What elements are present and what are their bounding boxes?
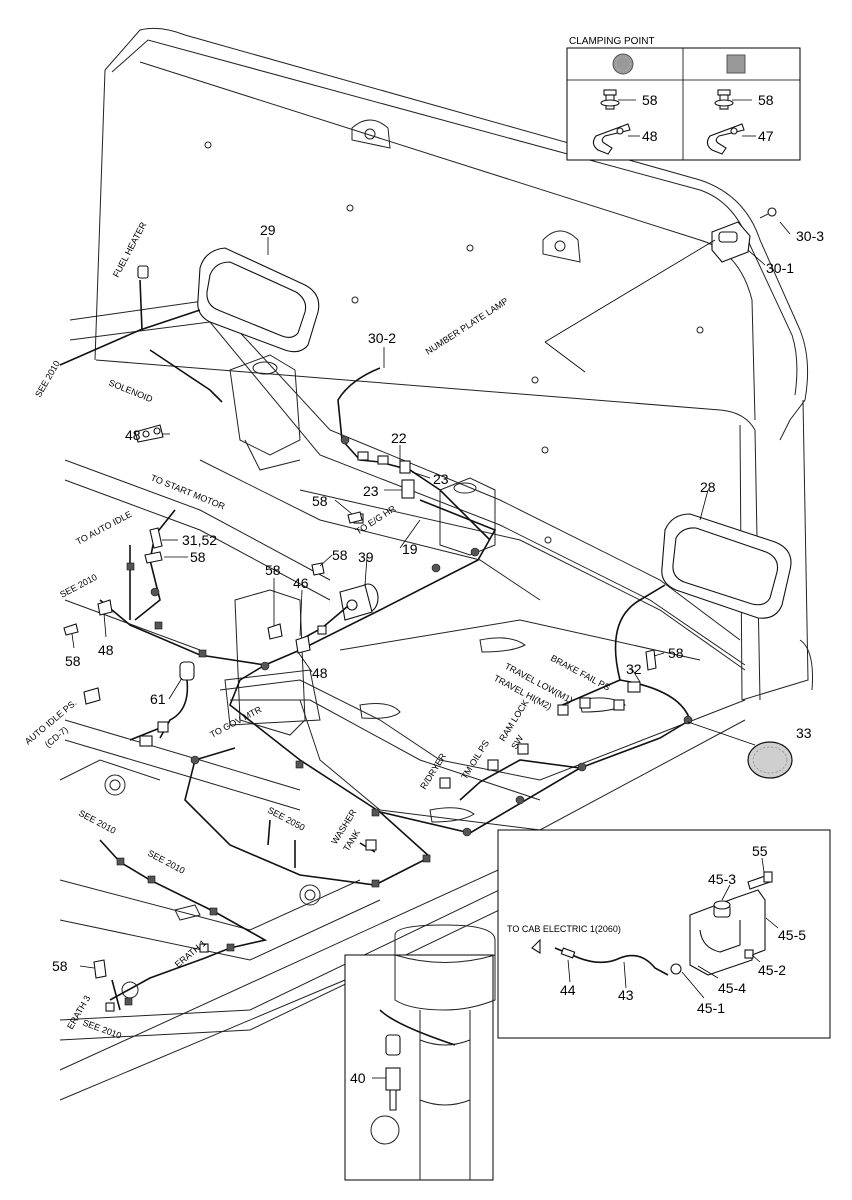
callout-to-auto-idle: TO AUTO IDLE [74, 509, 133, 547]
part-58-g: 58 [52, 958, 68, 974]
part-30-1-lamp [711, 207, 777, 263]
part-30-2: 30-2 [368, 330, 396, 346]
inset-55: 55 [752, 843, 768, 859]
clamping-point-title: CLAMPING POINT [569, 36, 655, 47]
part-33: 33 [796, 725, 812, 741]
inset-cab-electric: TO CAB ELECTRIC 1(2060) 55 45-3 45-5 45-… [497, 829, 831, 1039]
callout-ram-lock: RAM LOCK [497, 698, 530, 743]
part-22: 22 [391, 430, 407, 446]
part-46: 46 [293, 575, 309, 591]
part-23-b: 23 [363, 483, 379, 499]
part-48-c: 48 [312, 665, 328, 681]
inset-to-cab-label: TO CAB ELECTRIC 1(2060) [507, 924, 621, 934]
part-32: 32 [626, 661, 642, 677]
part-40-sensor [344, 924, 496, 1181]
part-30-1: 30-1 [766, 260, 794, 276]
callout-erath-1: ERATH 1 [173, 938, 208, 970]
main-fasteners [63, 424, 657, 979]
part-61-sensor [159, 661, 195, 739]
part-58-f: 58 [668, 645, 684, 661]
callout-tm-oil-ps: TM OIL PS [459, 738, 491, 781]
part-48-a: 48 [125, 427, 141, 443]
callout-see-2010-d: SEE 2010 [146, 848, 186, 876]
inset-45-5: 45-5 [778, 927, 806, 943]
callout-see-2010-a: SEE 2010 [33, 359, 62, 399]
part-29: 29 [260, 222, 276, 238]
inset-44: 44 [560, 982, 576, 998]
left-bolt-icon [600, 89, 620, 110]
part-23-a: 23 [433, 471, 449, 487]
clamping-point-table: CLAMPING POINT 58 48 58 [566, 36, 801, 161]
right-bolt-icon [714, 89, 734, 110]
part-40: 40 [350, 1070, 366, 1086]
callout-see-2010-b: SEE 2010 [58, 572, 98, 600]
square-clamp-symbol [726, 54, 746, 74]
part-55-bolt [747, 871, 773, 890]
part-30-3: 30-3 [796, 228, 824, 244]
right-clamp-icon [706, 123, 745, 155]
callout-number-plate-lamp: NUMBER PLATE LAMP [424, 296, 510, 357]
inset-45-4: 45-4 [718, 980, 746, 996]
part-28-air-vent [661, 513, 792, 619]
inset-45-2: 45-2 [758, 962, 786, 978]
bracket-45-2 [689, 889, 766, 976]
part-58-c: 58 [332, 547, 348, 563]
part-61: 61 [150, 691, 166, 707]
inset-45-3: 45-3 [708, 871, 736, 887]
part-31-52: 31,52 [182, 532, 217, 548]
left-clamp-icon [592, 123, 631, 155]
part-19: 19 [402, 541, 418, 557]
inset-43: 43 [618, 987, 634, 1003]
harness-clips [116, 562, 431, 1006]
part-39-relay [339, 583, 379, 621]
table-right-bolt-number: 58 [758, 92, 774, 108]
callout-see-2050: SEE 2050 [266, 805, 306, 833]
part-39: 39 [358, 549, 374, 565]
callout-solenoid: SOLENOID [107, 378, 154, 405]
part-48-b: 48 [98, 642, 114, 658]
leader-lines [71, 221, 791, 1079]
part-33-cover [747, 741, 793, 779]
callout-see-2010-c: SEE 2010 [77, 808, 117, 836]
inset-45-1: 45-1 [697, 1000, 725, 1016]
table-right-clamp-number: 47 [758, 128, 774, 144]
part-58-d: 58 [265, 562, 281, 578]
table-left-clamp-number: 48 [642, 128, 658, 144]
table-left-bolt-number: 58 [642, 92, 658, 108]
part-29-air-vent [197, 247, 320, 353]
part-58-e: 58 [65, 653, 81, 669]
part-58-b: 58 [190, 549, 206, 565]
harness-round-clips [150, 435, 693, 837]
part-28: 28 [700, 479, 716, 495]
callout-brake-fail-ps: BRAKE FAIL PS [549, 653, 612, 693]
part-45-3-switch [713, 900, 731, 918]
callout-see-2010-e: SEE 2010 [81, 1017, 123, 1040]
part-58-a: 58 [312, 493, 328, 509]
part-number-callouts: 29 30-3 30-1 30-2 22 23 23 28 58 31,52 5… [52, 222, 824, 1086]
